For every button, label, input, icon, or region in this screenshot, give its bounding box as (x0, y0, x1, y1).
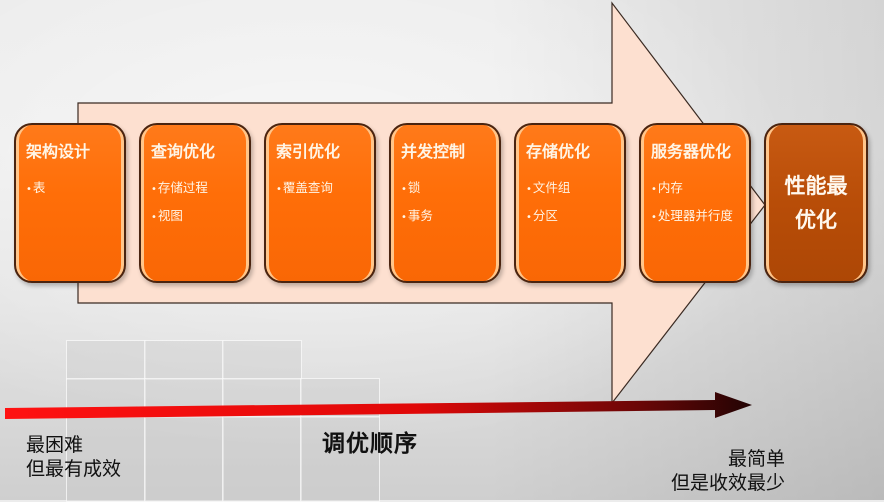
stage-item: 处理器并行度 (651, 203, 739, 231)
stage-item: 内存 (651, 175, 739, 203)
difficulty-axis-arrow (5, 392, 752, 419)
start-label-line2: 但最有成效 (26, 458, 122, 480)
stage-box-index: 索引优化 覆盖查询 (264, 123, 376, 283)
stage-box-server: 服务器优化 内存 处理器并行度 (639, 123, 751, 283)
end-label-line1: 最简单 (727, 448, 785, 470)
stage-item: 锁 (401, 175, 489, 203)
stage-item: 分区 (526, 203, 614, 231)
stage-title: 服务器优化 (651, 142, 732, 161)
stage-item: 事务 (401, 203, 489, 231)
stage-title: 查询优化 (151, 142, 216, 161)
stage-item: 视图 (151, 203, 239, 231)
stage-title: 索引优化 (276, 142, 341, 161)
start-label-line1: 最困难 (26, 434, 84, 456)
end-label: 最简单 但是收效最少 (649, 447, 785, 495)
stage-title: 存储优化 (526, 142, 591, 161)
end-label-line2: 但是收效最少 (670, 472, 785, 494)
stage-title: 架构设计 (26, 142, 91, 161)
stage-title: 并发控制 (401, 142, 466, 161)
stage-box-concurrency: 并发控制 锁 事务 (389, 123, 501, 283)
goal-title: 性能最优化 (784, 174, 848, 232)
stage-item: 文件组 (526, 175, 614, 203)
background-tiles (66, 340, 546, 502)
goal-box-performance: 性能最优化 (764, 123, 868, 283)
stage-box-architecture: 架构设计 表 (14, 123, 126, 283)
start-label: 最困难 但最有成效 (26, 433, 121, 481)
stage-item: 覆盖查询 (276, 175, 364, 203)
stage-box-query: 查询优化 存储过程 视图 (139, 123, 251, 283)
stage-box-storage: 存储优化 文件组 分区 (514, 123, 626, 283)
tuning-order-title: 调优顺序 (322, 431, 418, 457)
stage-item: 存储过程 (151, 175, 239, 203)
stage-item: 表 (26, 175, 114, 203)
